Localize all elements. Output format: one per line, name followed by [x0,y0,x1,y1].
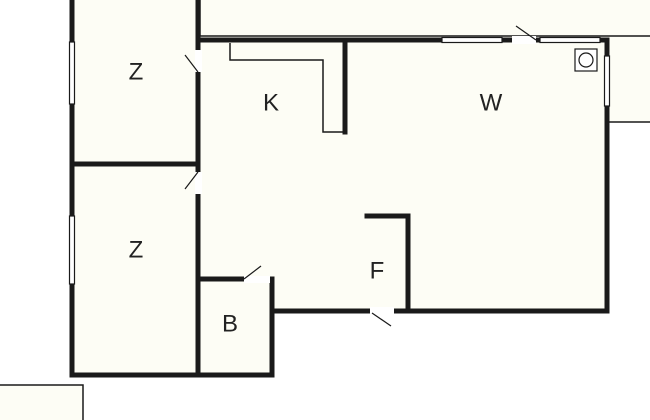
top-corridor-floor [200,0,650,40]
window-right [603,55,611,107]
room-label-b: B [222,311,238,338]
door-openings [195,36,536,315]
outside-stub-floor [0,385,83,420]
door-gap-z-bottom [195,172,202,194]
window-z-top [68,41,76,105]
outside-stub-outline [0,384,84,420]
door-z-top [184,54,199,73]
outer-wall-bottom-right [195,0,610,314]
room-label-f: F [370,258,385,285]
door-b [243,265,262,280]
door-entrance [371,312,392,327]
stove-icon [574,48,598,72]
room-label-k: K [263,90,279,117]
wall-f-closet [364,213,411,314]
room-label-w: W [480,90,503,117]
door-gap-entrance [370,307,394,315]
outer-wall-left [69,0,275,378]
door-gap-b [244,276,270,283]
door-gap-z-top [195,50,202,72]
window-top-left [441,36,503,44]
window-top-right [539,36,601,44]
door-gap-balcony [512,36,536,44]
walls [69,0,610,378]
windows [68,36,611,285]
kitchen-counter [229,43,345,133]
main-floor [72,0,607,375]
door-swings [184,25,537,327]
room-label-z-bottom: Z [129,237,144,264]
door-z-bottom [184,171,199,190]
balcony-floor [607,40,650,122]
door-balcony [515,25,537,41]
room-label-z-top: Z [129,59,144,86]
room-labels: Z K W Z F B [129,59,503,338]
window-z-bottom [68,215,76,285]
